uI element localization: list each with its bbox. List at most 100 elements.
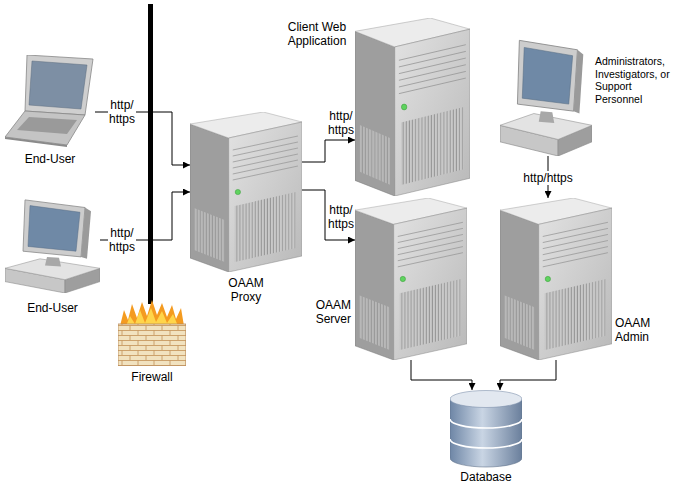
server-icon-part	[398, 247, 463, 261]
server-icon-part	[235, 192, 296, 262]
server-icon-part	[545, 276, 550, 281]
node-label-box: OAAM Admin	[615, 316, 667, 345]
laptop-icon-part	[17, 117, 77, 134]
laptop-icon-part	[5, 137, 67, 147]
node-label: OAAM Admin	[615, 316, 650, 344]
server-icon-part	[395, 29, 470, 196]
firewall-icon	[118, 300, 186, 366]
protocol-label: http/ https	[327, 203, 355, 232]
node-label: Database	[460, 470, 511, 484]
server-icon-part	[233, 142, 298, 156]
server-icon-part	[543, 247, 608, 261]
server-icon-part	[355, 210, 394, 360]
server-icon-part	[545, 279, 606, 350]
network-node: Administrators, Investigators, or Suppor…	[500, 38, 592, 156]
workstation-icon	[5, 198, 100, 293]
workstation-icon-part	[81, 208, 91, 259]
database-icon-part	[450, 439, 522, 448]
server-icon-part	[235, 189, 240, 194]
server-icon-part	[399, 65, 466, 81]
network-node: Database	[450, 390, 522, 468]
server-icon-part	[504, 295, 535, 350]
node-label: OAAM Proxy	[228, 276, 263, 304]
server-icon-part	[398, 234, 463, 248]
server-icon-part	[400, 276, 405, 281]
server-icon-part	[543, 253, 608, 267]
server-icon-part	[401, 104, 406, 110]
server-icon-part	[401, 107, 464, 185]
node-label-box: OAAM Proxy	[216, 276, 276, 305]
workstation-icon-part	[522, 47, 572, 104]
network-node: End-User	[5, 55, 95, 147]
network-node: OAAM Admin	[500, 198, 612, 360]
node-label-box: OAAM Server	[303, 298, 351, 327]
server-icon-part	[359, 295, 390, 350]
node-label-box: End-User	[5, 301, 100, 315]
workstation-icon-part	[517, 40, 577, 111]
server-icon	[190, 112, 302, 272]
node-label-box: End-User	[0, 152, 100, 166]
server-icon-part	[398, 253, 463, 267]
server-icon-part	[539, 208, 612, 360]
protocol-label: http/https	[522, 171, 573, 185]
server-icon-part	[398, 228, 463, 242]
workstation-icon-part	[45, 257, 61, 267]
database-icon	[450, 390, 522, 468]
server-icon-part	[398, 241, 463, 255]
connector-arrow	[411, 360, 472, 390]
node-label: Client Web Application	[288, 20, 347, 48]
workstation-icon-part	[574, 50, 584, 114]
server-icon-part	[233, 166, 298, 180]
workstation-icon-part	[28, 206, 80, 252]
connector-arrow	[302, 140, 355, 162]
node-label-box: Client Web Application	[283, 20, 351, 49]
server-icon-part	[229, 122, 302, 272]
server-icon-part	[543, 228, 608, 242]
protocol-label: http/ https	[108, 98, 136, 127]
laptop-icon-part	[25, 55, 93, 115]
workstation-icon	[500, 38, 592, 156]
server-icon-part	[543, 222, 608, 236]
workstation-icon-part	[23, 200, 85, 257]
connector-arrow	[500, 360, 556, 390]
protocol-label: http/ https	[108, 226, 136, 255]
node-label: End-User	[27, 301, 78, 315]
server-icon-part	[399, 71, 466, 87]
server-icon	[500, 198, 612, 360]
network-node: Firewall	[118, 300, 186, 366]
laptop-icon-part	[29, 61, 87, 109]
firewall-icon-part	[120, 300, 184, 326]
database-icon-part	[450, 399, 522, 467]
node-label-box: Firewall	[112, 370, 192, 384]
server-icon-part	[543, 234, 608, 248]
server-icon-part	[399, 58, 466, 74]
server-icon-part	[233, 160, 298, 174]
server-icon-part	[190, 124, 229, 272]
network-node: OAAM Proxy	[190, 112, 302, 272]
node-label: End-User	[25, 152, 76, 166]
connector-arrow	[302, 190, 355, 240]
server-icon-part	[500, 210, 539, 360]
firewall-icon-part	[126, 308, 178, 326]
server-icon	[355, 18, 470, 196]
network-node: Client Web Application	[355, 18, 470, 196]
server-icon-part	[233, 148, 298, 162]
node-label: Firewall	[131, 370, 172, 384]
server-icon-part	[394, 208, 467, 360]
network-node: OAAM Server	[355, 198, 467, 360]
firewall-icon-part	[118, 324, 186, 366]
server-icon	[355, 198, 467, 360]
database-icon-part	[450, 391, 522, 408]
server-icon-part	[355, 31, 395, 196]
server-icon-part	[233, 154, 298, 168]
server-icon-part	[359, 125, 390, 185]
node-label: OAAM Server	[316, 298, 351, 326]
server-icon-part	[399, 78, 466, 94]
server-icon-part	[399, 45, 466, 61]
server-icon-part	[194, 208, 225, 262]
server-icon-part	[399, 51, 466, 67]
server-icon-part	[398, 222, 463, 236]
laptop-icon	[5, 55, 95, 147]
node-label-box: Database	[436, 470, 536, 484]
